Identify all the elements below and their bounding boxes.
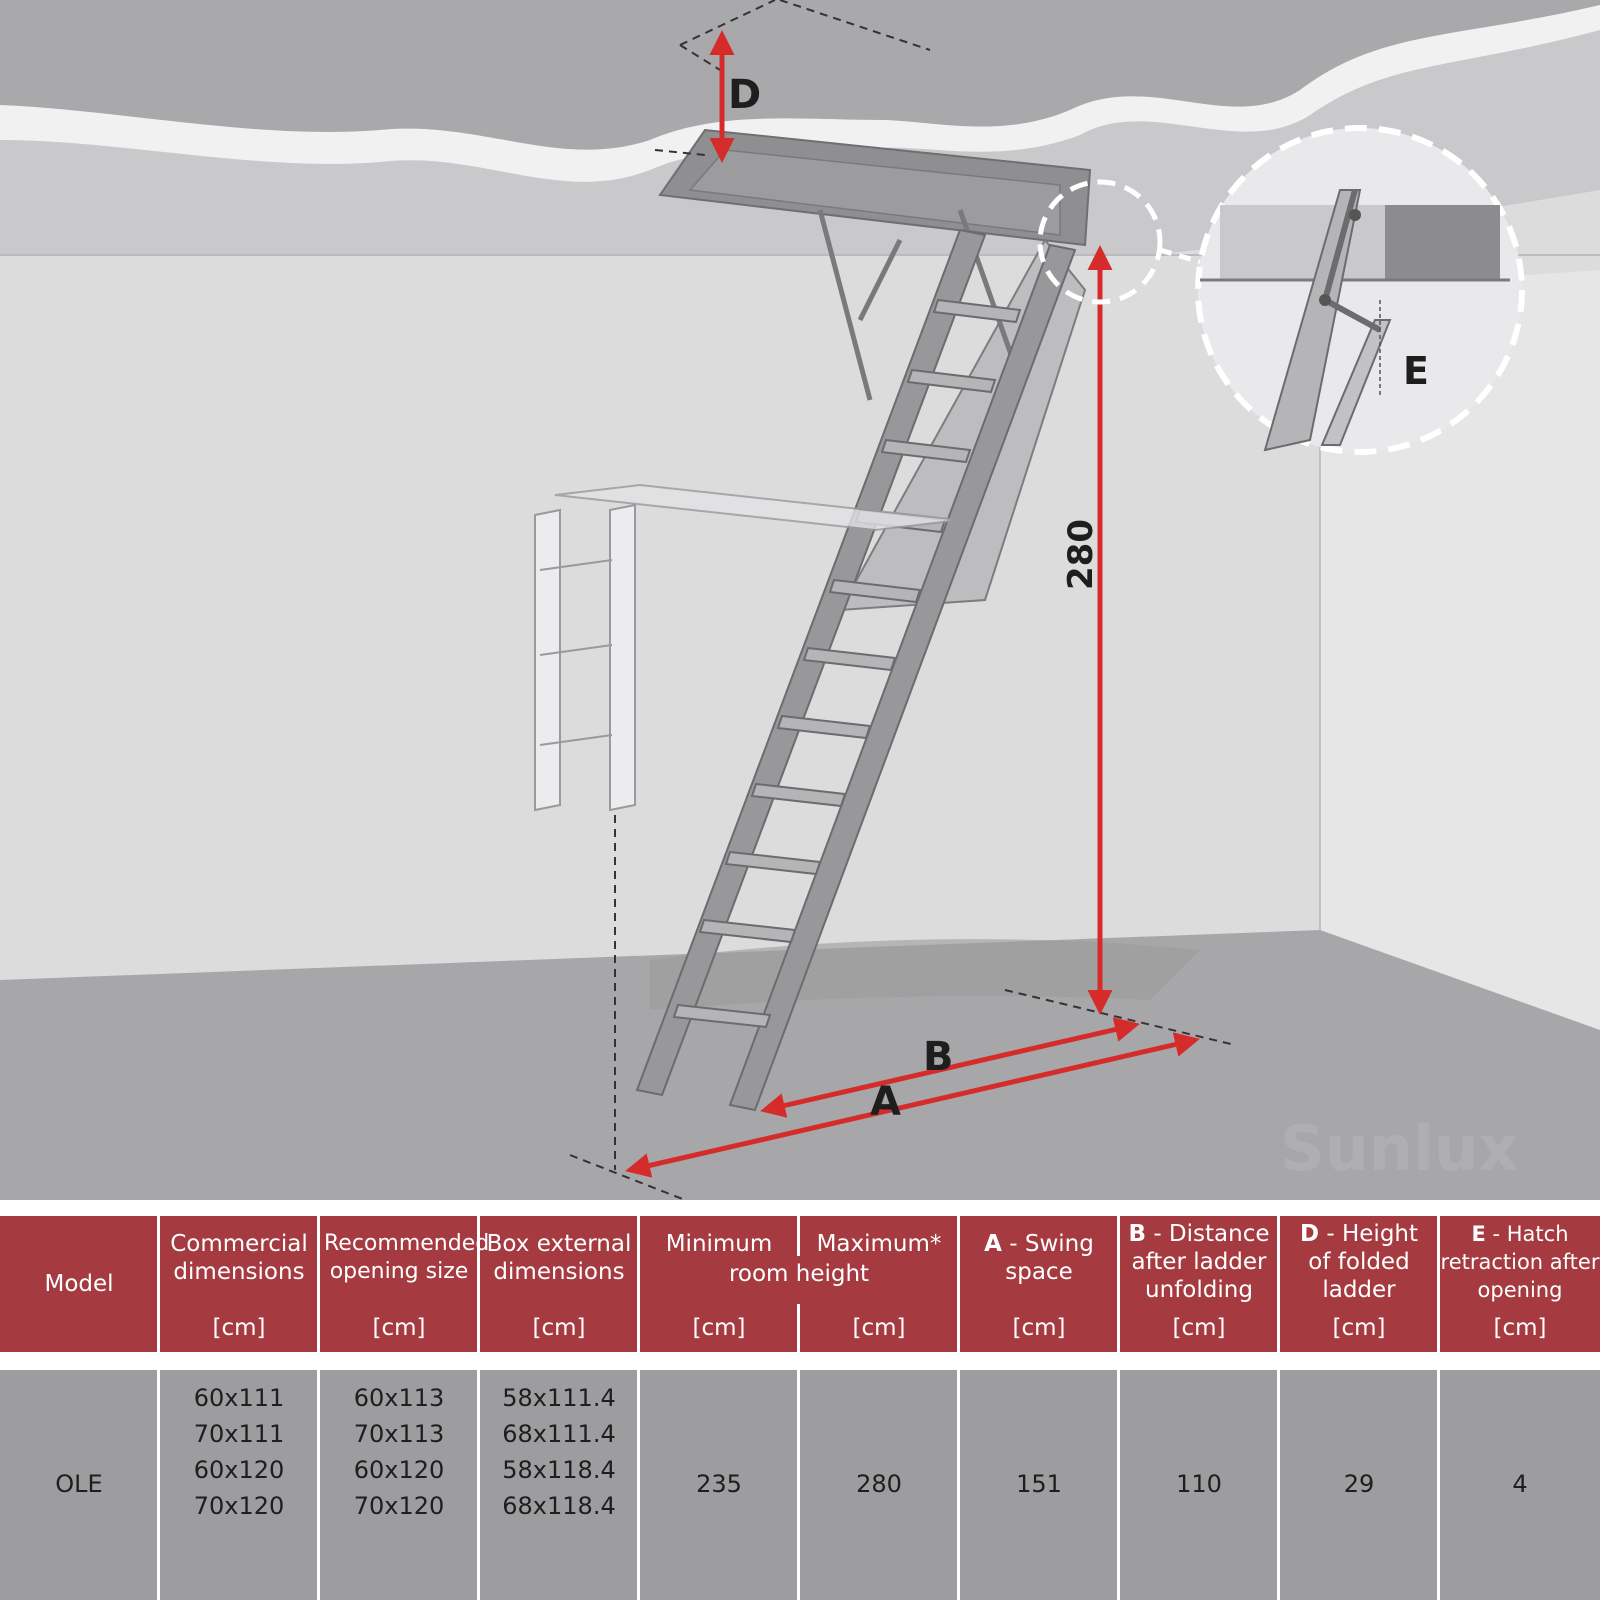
header-commercial-dimensions: Commercial dimensions [cm]: [170, 1231, 308, 1341]
header-room-height: room height: [728, 1261, 870, 1287]
watermark: Sunlux: [1280, 1112, 1518, 1185]
hdr-sep: [1117, 1216, 1120, 1352]
row-sep: [637, 1370, 640, 1600]
cell-commercial-dimensions: 60x111 70x111 60x120 70x120: [193, 1384, 285, 1520]
hdr-sep: [317, 1216, 320, 1352]
cell-model: OLE: [55, 1470, 103, 1498]
row-sep: [1277, 1370, 1280, 1600]
header-box-dimensions: Box external dimensions [cm]: [486, 1231, 632, 1341]
hdr-sep: [797, 1216, 800, 1256]
hdr-sep: [157, 1216, 160, 1352]
row-sep: [957, 1370, 960, 1600]
label-a: A: [870, 1079, 901, 1125]
row-sep: [157, 1370, 160, 1600]
hdr-sep: [1277, 1216, 1280, 1352]
cell-height-folded: 29: [1343, 1470, 1375, 1498]
ladder-illustration: D 280 A B E Sunlux: [0, 0, 1600, 1200]
arrow-b: [760, 1017, 1140, 1118]
hatch-inner: [688, 149, 1061, 236]
hdr-sep: [637, 1216, 640, 1352]
ceiling-cut-edge: [0, 5, 1600, 182]
detail-connector: [1159, 247, 1201, 265]
detail-callout: [1195, 125, 1525, 455]
cell-opening-size: 60x113 70x113 60x120 70x120: [353, 1384, 445, 1520]
header-swing-space: A - Swing space [cm]: [984, 1231, 1094, 1341]
main-ladder: [635, 228, 1077, 1112]
table-header-row: Model Commercial dimensions [cm] Recomme…: [0, 1216, 1600, 1352]
header-maximum: Maximum* [cm]: [816, 1231, 942, 1341]
dimension-arrows: [625, 29, 1410, 1178]
table-row: OLE 60x111 70x111 60x120 70x120 60x113 7…: [0, 1370, 1600, 1600]
ghost-ladder: [534, 483, 961, 812]
row-sep: [1437, 1370, 1440, 1600]
cell-hatch-retraction: 4: [1512, 1470, 1528, 1498]
cell-swing-space: 151: [1016, 1470, 1062, 1498]
header-height-folded: D - Height of folded ladder [cm]: [1299, 1221, 1419, 1341]
spec-table: Model Commercial dimensions [cm] Recomme…: [0, 1200, 1600, 1600]
hdr-sep: [797, 1304, 800, 1352]
row-sep: [317, 1370, 320, 1600]
ceiling-cutaway: [0, 0, 1600, 150]
cell-min-room-height: 235: [696, 1470, 742, 1498]
detail-marker: [1037, 179, 1163, 305]
header-distance-unfolding: B - Distance after ladder unfolding [cm]: [1128, 1221, 1270, 1341]
hdr-sep: [477, 1216, 480, 1352]
label-e: E: [1403, 349, 1429, 393]
label-280: 280: [1061, 519, 1101, 590]
label-d: D: [728, 72, 761, 118]
row-sep: [797, 1370, 800, 1600]
header-opening-size: Recommended opening size [cm]: [324, 1231, 490, 1341]
cell-max-room-height: 280: [856, 1470, 902, 1498]
header-gap: [0, 1352, 1600, 1370]
header-hatch-retraction: E - Hatch retraction after opening [cm]: [1440, 1222, 1600, 1341]
right-wall: [1320, 270, 1600, 1030]
header-model: Model: [44, 1271, 114, 1297]
row-sep: [1117, 1370, 1120, 1600]
header-minimum: Minimum [cm]: [665, 1231, 773, 1341]
hdr-sep: [1437, 1216, 1440, 1352]
label-b: B: [923, 1034, 954, 1080]
cell-distance-unfolding: 110: [1176, 1470, 1222, 1498]
row-sep: [477, 1370, 480, 1600]
cell-box-dimensions: 58x111.4 68x111.4 58x118.4 68x118.4: [502, 1384, 616, 1520]
hdr-sep: [957, 1216, 960, 1352]
